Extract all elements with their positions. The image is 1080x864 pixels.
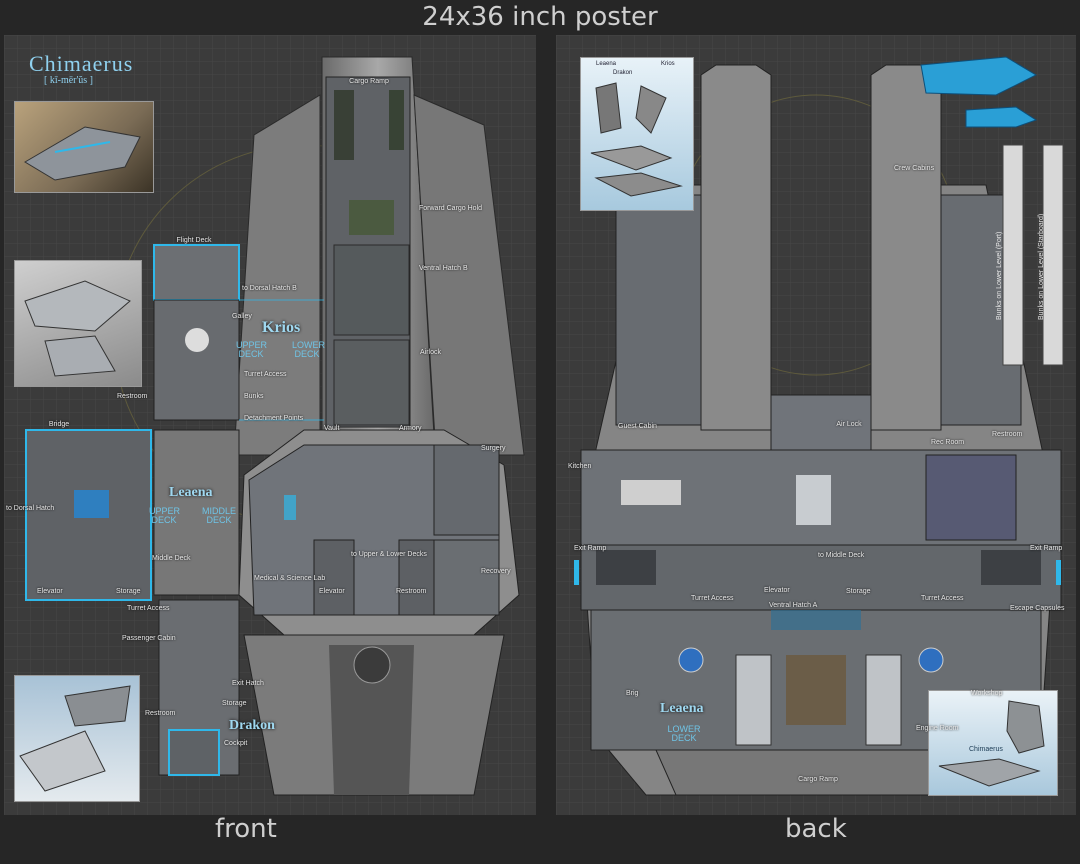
inset-label: Drakon xyxy=(613,70,633,76)
ship-name-drakon: Drakon xyxy=(229,718,275,733)
front-ship-plan xyxy=(4,35,536,815)
room-label: Storage xyxy=(222,700,247,707)
room-label: Exit Ramp xyxy=(1030,545,1063,552)
room-label: Bridge xyxy=(48,421,70,428)
caption-back: back xyxy=(785,814,847,844)
room-label: Air Lock xyxy=(836,421,862,428)
ship-render-thumbnail-3 xyxy=(14,675,140,802)
room-label: Turret Access xyxy=(244,371,287,378)
ship-lineup-inset: Leaena Drakon Krios xyxy=(580,57,694,211)
deck-label-lower: LOWER DECK xyxy=(667,724,701,743)
brand-pronunciation: [ kī-mēr'ŭs ] xyxy=(44,75,94,86)
front-map-panel: Chimaerus [ kī-mēr'ŭs ] Krios Leaena Dra… xyxy=(4,35,536,815)
room-label: Crew Cabins xyxy=(894,165,935,172)
room-label: Storage xyxy=(116,588,141,595)
room-label: Escape Capsules xyxy=(1010,605,1065,612)
deck-label-krios-lower: LOWER DECK xyxy=(292,340,326,359)
room-label: Exit Hatch xyxy=(232,680,264,687)
room-label: Engine Room xyxy=(916,725,959,732)
ship-render-thumbnail-1 xyxy=(14,101,154,193)
room-label: Ventral Hatch A xyxy=(769,602,818,609)
room-label: Turret Access xyxy=(691,595,734,602)
ship-name-leaena-back: Leaena xyxy=(660,701,704,716)
deck-label-krios-upper: UPPER DECK xyxy=(236,340,268,359)
side-label-port: Bunks on Lower Level (Port) xyxy=(996,231,1003,320)
room-label: Elevator xyxy=(764,587,790,594)
room-label: Detachment Points xyxy=(244,415,304,422)
room-label: Cargo Ramp xyxy=(798,776,838,783)
room-label: to Dorsal Hatch B xyxy=(242,285,297,292)
room-label: Restroom xyxy=(145,710,176,717)
room-label: Surgery xyxy=(481,445,506,452)
room-label: Middle Deck xyxy=(152,555,191,562)
deck-label-leaena-upper: UPPER DECK xyxy=(149,506,181,525)
back-ship-plan xyxy=(556,35,1076,815)
room-label: Exit Ramp xyxy=(574,545,607,552)
ship-render-thumbnail-2 xyxy=(14,260,142,387)
room-label: Rec Room xyxy=(931,439,965,446)
inset-label: Krios xyxy=(661,61,675,67)
room-label: Cockpit xyxy=(224,740,248,747)
room-label: Flight Deck xyxy=(176,237,212,244)
side-label-starboard: Bunks on Lower Level (Starboard) xyxy=(1038,213,1045,320)
room-label: Recovery xyxy=(481,568,511,575)
room-label: Bunks xyxy=(244,393,264,400)
room-label: Turret Access xyxy=(921,595,964,602)
back-map-panel: Leaena Drakon Krios Chimaerus Leaena LOW… xyxy=(556,35,1076,815)
room-label: Vault xyxy=(324,425,340,432)
deck-label-leaena-middle: MIDDLE DECK xyxy=(201,506,236,525)
room-label: Galley xyxy=(232,313,252,320)
room-label: Medical & Science Lab xyxy=(254,575,326,582)
poster-title: 24x36 inch poster xyxy=(422,2,658,32)
room-label: to Upper & Lower Decks xyxy=(351,551,427,558)
brand-small: Chimaerus xyxy=(969,746,1003,753)
room-label: to Dorsal Hatch xyxy=(6,505,55,512)
room-label: Forward Cargo Hold xyxy=(419,205,483,212)
room-label: Guest Cabin xyxy=(618,423,657,430)
room-label: Ventral Hatch B xyxy=(419,265,468,272)
room-label: Airlock xyxy=(420,349,442,356)
room-label: Passenger Cabin xyxy=(122,635,176,642)
brand-title: Chimaerus xyxy=(29,51,134,76)
room-label: Armory xyxy=(399,425,422,432)
room-label: Kitchen xyxy=(568,463,592,470)
room-label: Restroom xyxy=(992,431,1023,438)
room-label: Elevator xyxy=(319,588,345,595)
brand-render-inset: Chimaerus xyxy=(928,690,1058,796)
room-label: Workshop xyxy=(971,690,1003,697)
inset-label: Leaena xyxy=(596,61,617,67)
room-label: Turret Access xyxy=(127,605,170,612)
room-label: Storage xyxy=(846,588,871,595)
room-label: to Middle Deck xyxy=(818,552,865,559)
room-label: Brig xyxy=(626,690,639,697)
caption-front: front xyxy=(215,814,277,844)
room-label: Elevator xyxy=(37,588,63,595)
room-label: Restroom xyxy=(396,588,427,595)
room-label: Restroom xyxy=(117,393,148,400)
room-label: Cargo Ramp xyxy=(349,78,389,85)
ship-name-krios: Krios xyxy=(262,319,301,336)
ship-name-leaena: Leaena xyxy=(169,485,213,500)
